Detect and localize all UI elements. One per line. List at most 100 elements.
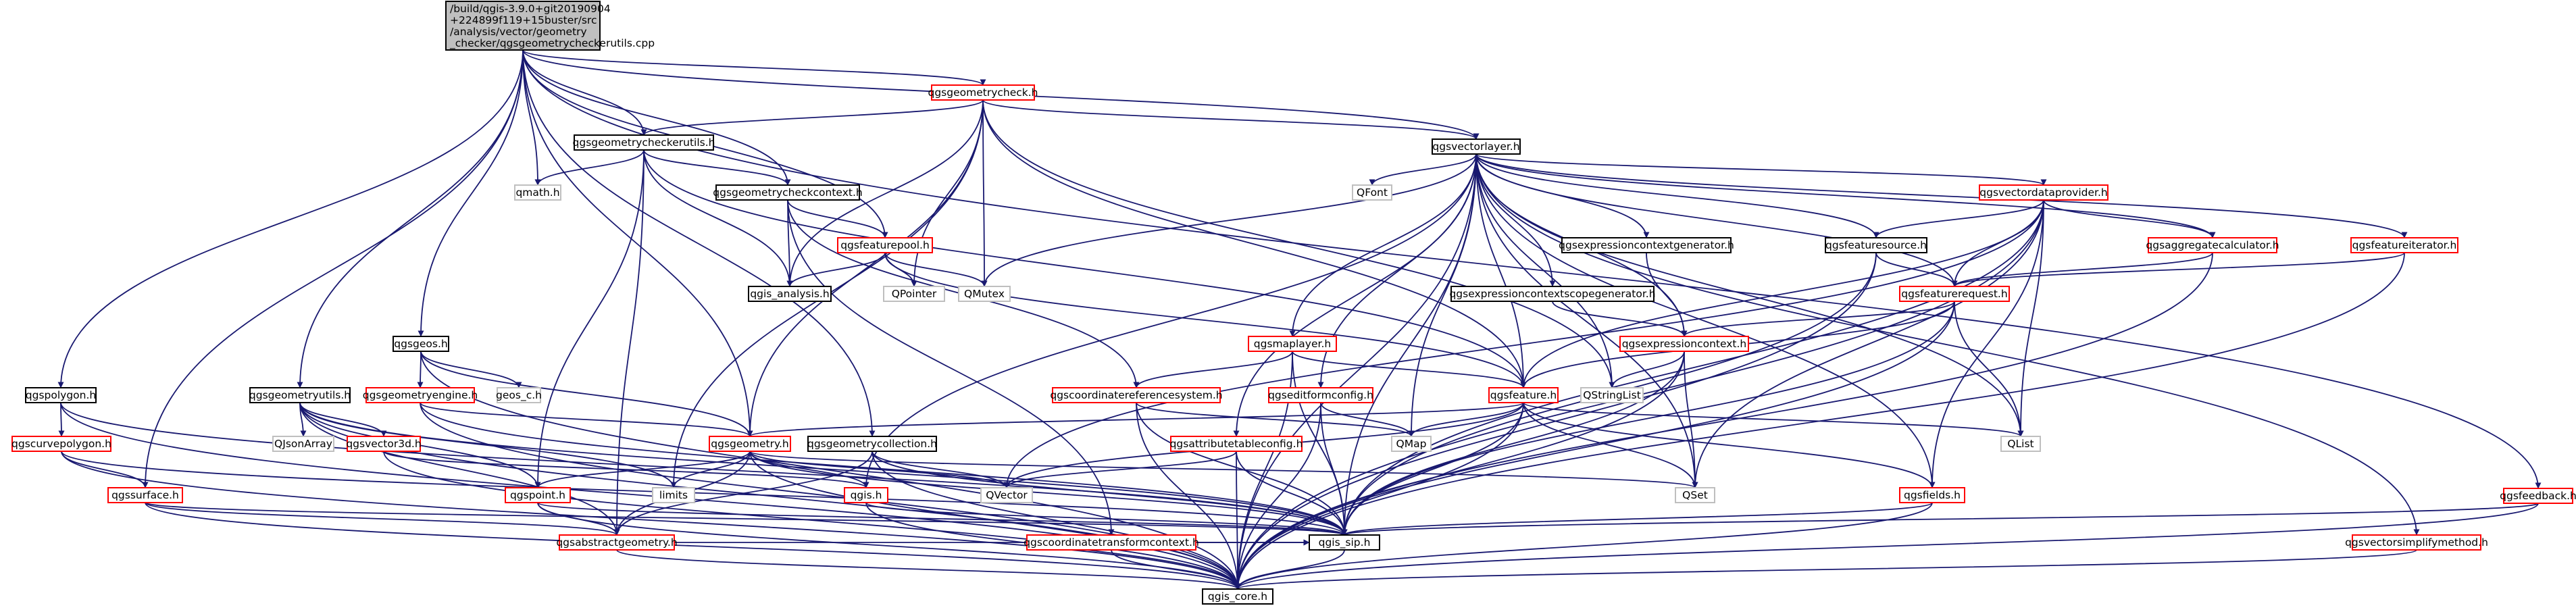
file-node-exprctxscopegen-h[interactable]: qgsexpressioncontextscopegenerator.h (1449, 286, 1656, 302)
node-label: qgsfeaturesource.h (1825, 239, 1927, 251)
file-node-editformconfig-h[interactable]: qgseditformconfig.h (1268, 387, 1373, 403)
node-box (2148, 237, 2277, 253)
node-box (1825, 237, 1927, 253)
include-edge-vectordataprovider_h-to-fields_h (1929, 199, 2044, 488)
node-label: qgsgeometry.h (711, 438, 788, 450)
include-edge-geomutils_h-to-core_h (299, 402, 1241, 590)
node-box (393, 336, 449, 352)
dependency-edges (57, 49, 2542, 590)
include-edge-geomcollection_h-to-core_h (872, 451, 1241, 590)
node-box (2503, 488, 2573, 504)
file-node-qmath[interactable]: qmath.h (514, 184, 561, 201)
file-node-checkcontext-h[interactable]: qgsgeometrycheckcontext.h (713, 184, 863, 201)
root-label-line: _checker/qgsgeometrycheckerutils.cpp (449, 37, 655, 50)
file-node-exprctx-h[interactable]: qgsexpressioncontext.h (1619, 336, 1749, 352)
file-node-point-h[interactable]: qgspoint.h (505, 487, 571, 503)
file-node-qmutex[interactable]: QMutex (958, 286, 1011, 302)
file-node-aggcalc-h[interactable]: qgsaggregatecalculator.h (2146, 237, 2279, 253)
file-node-qfont[interactable]: QFont (1352, 184, 1392, 201)
include-edge-attrtableconfig_h-to-core_h (1234, 451, 1241, 590)
include-edge-vectordataprovider_h-to-feature_h (1520, 199, 2044, 388)
file-node-attrtableconfig-h[interactable]: qgsattributetableconfig.h (1170, 436, 1303, 452)
file-node-sip-h[interactable]: qgis_sip.h (1309, 534, 1380, 551)
include-edge-exprctx_h-to-sip_h (1341, 351, 1685, 536)
include-edge-checkerutils_h-to-feature_h (643, 149, 1527, 388)
include-edge-exprctxgen_h-to-exprctx_h (1646, 252, 1688, 337)
file-node-checkerutils-h[interactable]: qgsgeometrycheckerutils.h (573, 134, 715, 151)
file-node-coordtransformctx-h[interactable]: qgscoordinatetransformcontext.h (1024, 534, 1199, 551)
file-node-geomcollection-h[interactable]: qgsgeometrycollection.h (807, 436, 937, 452)
node-label: QFont (1357, 186, 1388, 199)
file-node-featurerequest-h[interactable]: qgsfeaturerequest.h (1899, 286, 2010, 302)
file-node-vector3d-h[interactable]: qgsvector3d.h (346, 436, 422, 452)
file-node-curvepolygon-h[interactable]: qgscurvepolygon.h (11, 436, 111, 452)
file-node-exprctxgen-h[interactable]: qgsexpressioncontextgenerator.h (1559, 237, 1734, 253)
node-label: qgspolygon.h (26, 389, 96, 401)
include-edge-geomengine_h-to-core_h (420, 402, 1241, 590)
file-node-qvector[interactable]: QVector (980, 487, 1033, 503)
file-node-polygon-h[interactable]: qgspolygon.h (25, 387, 97, 403)
include-edge-vectordataprovider_h-to-qvector (1003, 199, 2044, 488)
file-node-vectordataprovider-h[interactable]: qgsvectordataprovider.h (1979, 184, 2108, 201)
file-node-feedback-h[interactable]: qgsfeedback.h (2500, 488, 2576, 504)
include-edge-feature_h-to-fields_h (1523, 402, 1936, 488)
file-node-qmap[interactable]: QMap (1391, 436, 1432, 452)
node-box (1488, 387, 1559, 403)
file-node-qset[interactable]: QSet (1675, 487, 1715, 503)
file-node-geometry-h[interactable]: qgsgeometry.h (709, 436, 791, 452)
include-edge-exprctx_h-to-core_h (1234, 351, 1685, 590)
include-edge-geomcheck_h-to-qpointer (911, 99, 984, 287)
file-node-crs-h[interactable]: qgscoordinatereferencesystem.h (1050, 387, 1223, 403)
file-node-vectorlayer-h[interactable]: qgsvectorlayer.h (1432, 138, 1521, 155)
file-node-featuresource-h[interactable]: qgsfeaturesource.h (1825, 237, 1927, 253)
include-edge-root-to-polygon_h (57, 49, 524, 388)
include-edge-checkcontext_h-to-featurepool_h (787, 199, 888, 238)
include-edge-vectorlayer_h-to-featureiterator_h (1475, 153, 2408, 238)
include-edge-feature_h-to-qlist (1523, 402, 2024, 437)
node-label: qgis.h (851, 489, 882, 501)
node-label: qmath.h (515, 186, 559, 199)
file-node-geomutils-h[interactable]: qgsgeometryutils.h (249, 387, 351, 403)
node-label: qgsfields.h (1904, 489, 1961, 501)
file-node-limits[interactable]: limits (652, 487, 695, 503)
include-edge-geomengine_h-to-geometry_h (420, 402, 753, 437)
include-edge-featurerequest_h-to-exprctx_h (1681, 301, 1955, 337)
file-node-analysis-h[interactable]: qgis_analysis.h (748, 286, 832, 302)
node-label: qgsgeometryutils.h (249, 389, 351, 401)
root-file-node[interactable]: /build/qgis-3.9.0+git20190904+224899f119… (445, 1, 655, 51)
include-edge-vectorlayer_h-to-qgis_h (863, 153, 1477, 488)
file-node-geomengine-h[interactable]: qgsgeometryengine.h (363, 387, 478, 403)
root-label-line: /analysis/vector/geometry (450, 26, 587, 38)
file-node-geomcheck-h[interactable]: qgsgeometrycheck.h (928, 84, 1038, 101)
file-node-qjsonarray[interactable]: QJsonArray (272, 436, 334, 452)
file-node-abstractgeometry-h[interactable]: qgsabstractgeometry.h (556, 534, 678, 551)
file-node-qgis-h[interactable]: qgis.h (844, 487, 888, 503)
include-edge-geos_h-to-geometry_h (420, 351, 753, 437)
file-node-core-h[interactable]: qgis_core.h (1202, 588, 1273, 605)
file-node-surface-h[interactable]: qgssurface.h (107, 487, 183, 503)
include-edge-featuresource_h-to-featurerequest_h (1875, 252, 1958, 287)
include-edge-checkerutils_h-to-qmath (534, 149, 645, 186)
include-edge-fields_h-to-core_h (1234, 502, 1933, 590)
file-node-featurepool-h[interactable]: qgsfeaturepool.h (837, 237, 933, 253)
include-edge-vectordataprovider_h-to-featuresource_h (1873, 199, 2044, 238)
node-box (497, 387, 541, 403)
file-node-simplifymethod-h[interactable]: qgsvectorsimplifymethod.h (2345, 534, 2488, 551)
file-node-qstringlist[interactable]: QStringList (1580, 387, 1644, 403)
file-node-fields-h[interactable]: qgsfields.h (1899, 487, 1965, 503)
file-node-maplayer-h[interactable]: qgsmaplayer.h (1248, 336, 1337, 352)
file-node-qpointer[interactable]: QPointer (883, 286, 945, 302)
include-edge-vectorlayer_h-to-editformconfig_h (1317, 153, 1477, 388)
file-node-feature-h[interactable]: qgsfeature.h (1488, 387, 1559, 403)
file-node-geosc[interactable]: geos_c.h (496, 387, 542, 403)
file-node-featureiterator-h[interactable]: qgsfeatureiterator.h (2350, 237, 2458, 253)
include-edge-vector3d_h-to-qgis_h (383, 451, 869, 488)
file-node-qlist[interactable]: QList (2000, 436, 2041, 452)
include-edge-vectorlayer_h-to-simplifymethod_h (1475, 153, 2420, 536)
node-label: QSet (1682, 489, 1708, 501)
include-edge-fields_h-to-sip_h (1341, 502, 1933, 536)
include-edge-feature_h-to-geometry_h (747, 402, 1524, 437)
include-edge-editformconfig_h-to-core_h (1234, 402, 1321, 590)
file-node-geos-h[interactable]: qgsgeos.h (393, 336, 449, 352)
node-box (1268, 387, 1373, 403)
